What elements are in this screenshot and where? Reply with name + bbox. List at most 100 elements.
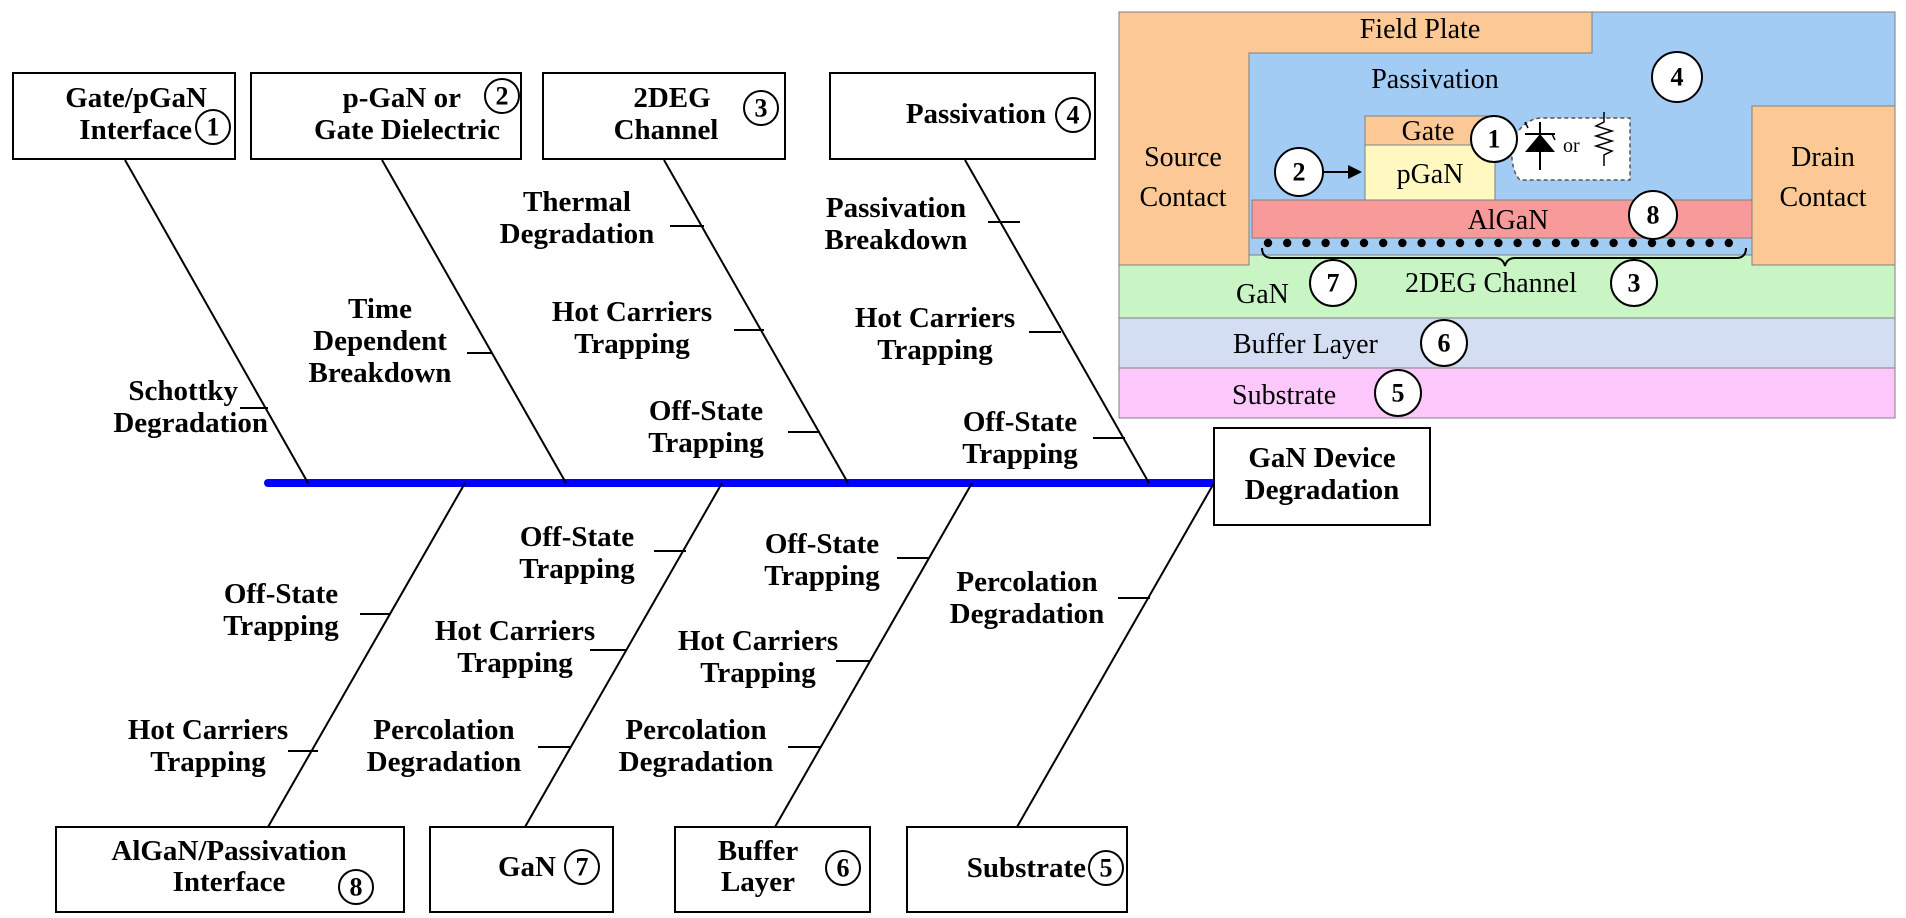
number-badge: [1374, 369, 1422, 417]
electron-dot: [1455, 238, 1465, 248]
cause-label-line-2: Channel: [614, 114, 719, 146]
source-label-line-1: Source: [1144, 142, 1222, 173]
sub-cause-label: Trapping: [519, 553, 635, 585]
electron-dot: [1379, 238, 1388, 248]
cause-label-line-1: AlGaN/Passivation: [111, 835, 346, 867]
electron-dot: [1475, 238, 1484, 248]
bone-gan: [524, 482, 723, 828]
sub-cause-label: Hot Carriers: [855, 302, 1015, 334]
electron-dot: [1571, 238, 1580, 248]
number-badge: [1420, 319, 1468, 367]
electron-dot: [1321, 238, 1330, 248]
cause-label-line-2: Interface: [79, 114, 192, 146]
number-badge: [195, 109, 231, 145]
sub-cause-label: Trapping: [457, 647, 573, 679]
sub-cause-label: Degradation: [500, 218, 655, 250]
cause-2deg-channel: 2DEG Channel 3 Thermal Degradation Hot C…: [500, 72, 849, 484]
sub-cause-label: Off-State: [963, 406, 1077, 438]
electron-dot: [1494, 238, 1503, 248]
electron-dot: [1667, 238, 1676, 248]
sub-cause-label: Percolation: [373, 714, 514, 746]
number-badge: [1309, 259, 1357, 307]
electron-dot: [1609, 238, 1618, 248]
number-badge: [1651, 51, 1703, 103]
algan-layer-label: AlGaN: [1468, 205, 1549, 236]
number-badge: [1055, 97, 1091, 133]
resistor-icon: [1593, 112, 1615, 166]
sub-cause-label: Dependent: [313, 325, 447, 357]
cause-passivation: Passivation 4 Passivation Breakdown Hot …: [825, 72, 1150, 484]
sub-cause-label: Breakdown: [825, 224, 968, 256]
drain-label-line-2: Contact: [1779, 182, 1866, 213]
or-label: or: [1563, 135, 1580, 157]
cause-label-line-1: p-GaN or: [343, 82, 462, 114]
gate-label: Gate: [1402, 116, 1455, 147]
electron-dot: [1398, 238, 1407, 248]
sub-cause-label: Trapping: [150, 746, 266, 778]
sub-cause-label: Degradation: [950, 598, 1105, 630]
number-badge-label: 4: [1067, 101, 1080, 130]
pgan-label: pGaN: [1397, 159, 1464, 190]
number-badge: [743, 90, 779, 126]
sub-cause-label: Schottky: [128, 375, 238, 407]
substrate-layer-label: Substrate: [1232, 380, 1336, 411]
electron-dot: [1263, 238, 1273, 248]
electron-dot: [1340, 238, 1350, 248]
number-badge: [1610, 259, 1658, 307]
electron-dot: [1686, 238, 1695, 248]
bone-2deg-channel: [663, 159, 849, 484]
number-badge-label: 1: [1488, 125, 1501, 154]
sub-cause-label: Trapping: [877, 334, 993, 366]
arrow-head-icon: [1348, 165, 1362, 179]
cause-label-line-1: GaN: [498, 851, 556, 883]
sub-cause-label: Breakdown: [309, 357, 452, 389]
device-cross-section: Substrate 5 Buffer Layer 6 GaN 7 2DEG Ch…: [1118, 11, 1896, 419]
electron-dot: [1724, 238, 1734, 248]
electron-dot: [1359, 238, 1369, 248]
electron-dot: [1628, 238, 1638, 248]
sub-cause-label: Trapping: [648, 427, 764, 459]
sub-cause-label: Thermal: [523, 186, 631, 218]
cause-algan-passivation-interface: AlGaN/Passivation Interface 8 Off-State …: [55, 482, 466, 913]
number-badge-label: 8: [350, 873, 363, 902]
diode-icon: [1524, 121, 1556, 170]
electron-dot: [1302, 238, 1311, 248]
sub-cause-label: Hot Carriers: [678, 625, 838, 657]
electron-dot: [1705, 238, 1714, 248]
number-badge-label: 3: [1628, 269, 1641, 298]
number-badge-label: 5: [1100, 854, 1113, 883]
buffer-layer-label: Buffer Layer: [1233, 329, 1379, 360]
cause-pgan-gate-dielectric: p-GaN or Gate Dielectric 2 Time Dependen…: [250, 72, 567, 484]
sub-cause-label: Trapping: [700, 657, 816, 689]
sub-cause-label: Trapping: [574, 328, 690, 360]
number-badge-label: 5: [1392, 379, 1405, 408]
cause-label-line-2: Gate Dielectric: [314, 114, 500, 146]
bone-pgan-gate-dielectric: [381, 159, 567, 484]
bone-algan-passivation-interface: [267, 482, 466, 828]
sub-cause-label: Trapping: [962, 438, 1078, 470]
bone-gate-pgan-interface: [124, 159, 309, 484]
sub-cause-label: Off-State: [520, 521, 634, 553]
number-badge: [1088, 850, 1124, 886]
cause-substrate: Substrate 5 Percolation Degradation: [906, 482, 1215, 913]
number-badge: [338, 869, 374, 905]
electron-dot: [1532, 238, 1542, 248]
cause-gan: GaN 7 Off-State Trapping Hot Carriers Tr…: [367, 482, 723, 913]
sub-cause-label: Time: [348, 293, 412, 325]
sub-cause-label: Hot Carriers: [435, 615, 595, 647]
bone-buffer-layer: [774, 482, 973, 828]
passivation-label: Passivation: [1371, 64, 1499, 95]
electron-dot: [1436, 238, 1446, 248]
electron-dot: [1513, 238, 1522, 248]
electron-dot: [1283, 238, 1292, 248]
source-label-line-2: Contact: [1139, 182, 1226, 213]
number-badge-label: 2: [496, 82, 509, 111]
number-badge: [1470, 115, 1518, 163]
electron-dot: [1417, 238, 1426, 248]
sub-cause-label: Percolation: [625, 714, 766, 746]
bone-passivation: [964, 159, 1150, 484]
cause-label-line-1: 2DEG: [633, 82, 710, 114]
cause-label-line-1: Substrate: [967, 852, 1086, 884]
head-line-2: Degradation: [1245, 474, 1400, 506]
sub-cause-label: Trapping: [764, 560, 880, 592]
